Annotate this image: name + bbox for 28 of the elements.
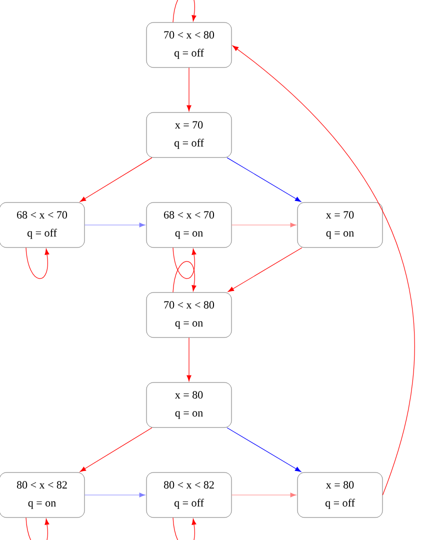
state-box: 68 < x < 70 q = on — [146, 202, 232, 248]
arrow — [186, 67, 192, 112]
state-box: 70 < x < 80 q = on — [146, 292, 232, 338]
arrow — [80, 427, 152, 472]
arrow — [80, 157, 152, 202]
state-box: 80 < x < 82 q = on — [0, 472, 85, 518]
arrow — [172, 0, 196, 23]
arrow — [226, 427, 302, 472]
state-box: x = 70 q = off — [146, 112, 232, 158]
arrow — [186, 337, 192, 382]
arrow — [26, 247, 50, 279]
arrow — [84, 492, 146, 498]
arrow — [84, 222, 146, 228]
state-box: x = 80 q = off — [297, 472, 383, 518]
state-box: 68 < x < 70 q = off — [0, 202, 85, 248]
state-box: x = 70 q = on — [297, 202, 383, 248]
arrow — [26, 517, 50, 540]
arrow — [172, 261, 196, 293]
arrow — [231, 492, 296, 498]
arrow — [172, 517, 196, 540]
arrow — [228, 247, 302, 292]
state-box: x = 80 q = on — [146, 382, 232, 428]
state-box: 80 < x < 82 q = off — [146, 472, 232, 518]
arrow — [231, 222, 296, 228]
arrow — [232, 45, 415, 496]
arrow — [172, 247, 196, 279]
state-box: 70 < x < 80 q = off — [146, 22, 232, 68]
arrow — [226, 157, 302, 202]
